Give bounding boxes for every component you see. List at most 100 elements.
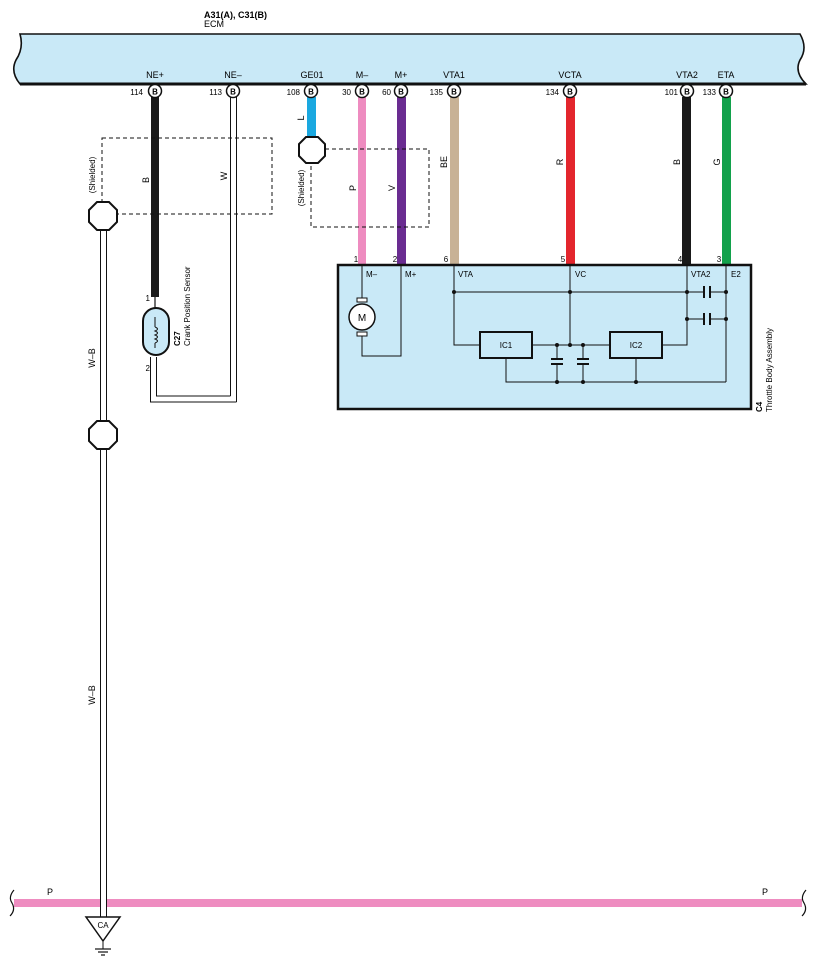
- ic1-label: IC1: [500, 341, 513, 350]
- coil-icon: [153, 326, 158, 344]
- ecm-pin-connector-letter: B: [152, 88, 158, 97]
- wire-eta: [722, 97, 731, 265]
- ecm-pin-number-30: 30: [342, 88, 351, 97]
- ic2-chip: [609, 331, 663, 359]
- tb-pin-label-m-plus: M+: [405, 270, 417, 279]
- tb-pin-label-vta2: VTA2: [691, 270, 711, 279]
- tb-pin-label-m-minus: M–: [366, 270, 378, 279]
- ecm-pin-ne-plus: 114 B: [130, 83, 163, 99]
- tb-pin-number-1: 1: [354, 255, 359, 264]
- tb-pin-label-e2: E2: [731, 270, 741, 279]
- bus-break-left: [9, 889, 15, 917]
- bus-break-right: [801, 889, 807, 917]
- wire-vta1: [450, 97, 459, 265]
- throttle-body-box: [336, 263, 753, 411]
- tb-pin-label-vc: VC: [575, 270, 586, 279]
- tb-pin-label-vta: VTA: [458, 270, 474, 279]
- ecm-pin-number-101: 101: [665, 88, 679, 97]
- tb-pin-number-6: 6: [444, 255, 449, 264]
- ecm-pin-name-vta2: VTA2: [676, 70, 698, 80]
- bus-wire-code-right: P: [762, 887, 768, 897]
- drain-wire-code-lower: W–B: [87, 685, 97, 705]
- motor-icon: [348, 303, 376, 331]
- ecm-pin-number-108: 108: [287, 88, 301, 97]
- bottom-bus-wire: [14, 899, 802, 907]
- wire-code-ne-minus: W: [219, 171, 229, 180]
- wire-code-vta2: B: [672, 159, 682, 165]
- wire-code-ne-plus: B: [141, 177, 151, 183]
- ic1-chip: [479, 331, 533, 359]
- tb-pin-number-3: 3: [717, 255, 722, 264]
- wire-code-eta: G: [712, 158, 722, 165]
- throttle-body-name: Throttle Body Assembly: [765, 328, 774, 412]
- wire-code-m-plus: V: [387, 185, 397, 191]
- ecm-pin-number-135: 135: [430, 88, 444, 97]
- capacitor-icon: [703, 286, 711, 298]
- ecm-pin-number-134: 134: [546, 88, 560, 97]
- ecm-pin-number-60: 60: [382, 88, 391, 97]
- ecm-pin-eta: 133 B: [703, 83, 734, 99]
- wire-vta2: [682, 97, 691, 265]
- ecm-pin-m-minus: 30 B: [342, 83, 370, 99]
- ecm-pin-name-ne-plus: NE+: [146, 70, 164, 80]
- tb-pin-number-5: 5: [561, 255, 566, 264]
- shield-label-mid: (Shielded): [297, 169, 306, 206]
- ecm-pin-name-ge01: GE01: [300, 70, 323, 80]
- ecm-pin-connector-letter: B: [359, 88, 365, 97]
- ecm-pin-number-133: 133: [703, 88, 717, 97]
- shield-connector-lower: [88, 420, 118, 450]
- capacitor-icon: [703, 313, 711, 325]
- wire-code-vcta: R: [555, 158, 565, 165]
- ecm-pin-number-113: 113: [209, 88, 222, 97]
- ecm-pin-connector-letter: B: [398, 88, 404, 97]
- crank-sensor-name: Crank Position Sensor: [183, 266, 192, 346]
- wire-ge01: [307, 97, 316, 137]
- throttle-body-id: C4: [755, 401, 764, 412]
- ecm-component-name: ECM: [204, 19, 224, 29]
- wire-code-vta1: BE: [439, 156, 449, 168]
- wire-m-plus: [397, 97, 406, 265]
- capacitor-icon: [551, 345, 563, 382]
- crank-sensor-id: C27: [173, 331, 182, 346]
- ecm-pin-connector-letter: B: [723, 88, 729, 97]
- shield-label-left: (Shielded): [88, 156, 97, 193]
- ecm-pin-connector-letter: B: [230, 88, 236, 97]
- shield-box-motor: [310, 148, 430, 228]
- ic2-label: IC2: [630, 341, 643, 350]
- shield-connector-ge01: [298, 136, 326, 164]
- ecm-pin-name-vcta: VCTA: [558, 70, 581, 80]
- ecm-pin-connector-letter: B: [451, 88, 457, 97]
- ecm-pin-name-vta1: VTA1: [443, 70, 465, 80]
- ecm-pin-name-m-minus: M–: [356, 70, 369, 80]
- tb-pin-number-2: 2: [393, 255, 398, 264]
- wire-code-m-minus: P: [348, 185, 358, 191]
- ground-icon: CA: [84, 916, 122, 956]
- wire-code-ge01: L: [296, 115, 306, 120]
- ecm-pin-number-114: 114: [130, 88, 143, 97]
- bus-wire-code-left: P: [47, 887, 53, 897]
- drain-wire-code-upper: W–B: [87, 348, 97, 368]
- ecm-pin-name-ne-minus: NE–: [224, 70, 242, 80]
- shield-box-crank: [101, 137, 273, 215]
- ecm-pin-name-eta: ETA: [718, 70, 735, 80]
- crank-sensor-pin1: 1: [146, 294, 151, 303]
- shield-connector-upper: [88, 201, 118, 231]
- wire-m-minus: [358, 97, 366, 265]
- throttle-body-assembly: 1 2 6 5 4 3 M– M+ VTA VC VTA2 E2 M IC1 I: [336, 255, 774, 412]
- ecm-pin-ge01: 108 B: [287, 83, 319, 99]
- ecm-pin-connector-letter: B: [308, 88, 314, 97]
- tb-pin-number-4: 4: [678, 255, 683, 264]
- ecm-pin-ne-minus: 113 B: [209, 83, 241, 99]
- crank-sensor-pin2: 2: [146, 364, 151, 373]
- crank-position-sensor: 1 2 C27 Crank Position Sensor: [142, 266, 237, 403]
- wire-ne-plus: [151, 97, 159, 297]
- ecm-pin-connector-letter: B: [567, 88, 573, 97]
- ecm-connector-ids: A31(A), C31(B): [204, 10, 267, 20]
- capacitor-icon: [577, 345, 589, 382]
- ecm-pin-vcta: 134 B: [546, 83, 578, 99]
- ground-label: CA: [97, 921, 109, 930]
- ecm-pin-name-m-plus: M+: [395, 70, 408, 80]
- junction-dots: [452, 290, 728, 384]
- ecm-pin-vta1: 135 B: [430, 83, 462, 99]
